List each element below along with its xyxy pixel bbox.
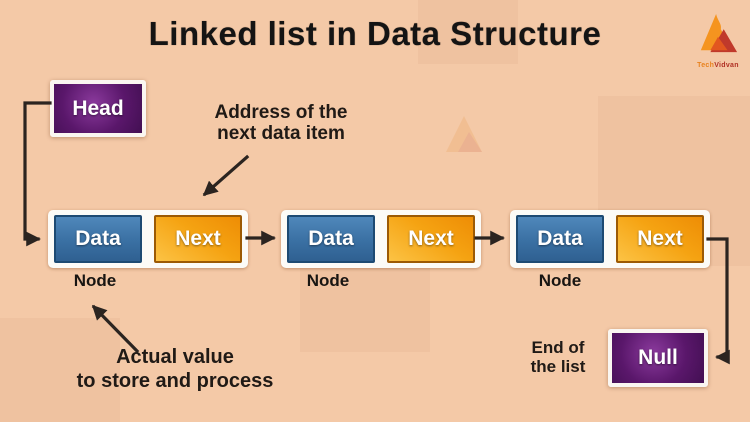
annotation-end-of-list: End of the list bbox=[521, 338, 595, 376]
arrow-address-annotation bbox=[202, 154, 250, 197]
techvidvan-flame-triangle-icon bbox=[700, 13, 738, 53]
background-patch bbox=[300, 252, 430, 352]
null-terminator-box: Null bbox=[608, 329, 708, 387]
brand-logo: TechVidvan bbox=[692, 12, 744, 69]
brand-logo-text-part1: Tech bbox=[697, 62, 715, 69]
annotation-actual-value: Actual value to store and process bbox=[50, 345, 300, 393]
node-2-data-cell: Data bbox=[287, 215, 375, 263]
null-terminator-label: Null bbox=[638, 346, 678, 369]
node-3-caption: Node bbox=[538, 271, 582, 290]
annotation-end-line1: End of bbox=[531, 338, 585, 357]
brand-logo-text: TechVidvan bbox=[692, 62, 744, 69]
node-2: Data Next bbox=[281, 210, 481, 268]
arrow-head-to-node1 bbox=[23, 101, 52, 247]
node-1-next-cell: Next bbox=[154, 215, 242, 263]
node-1: Data Next bbox=[48, 210, 248, 268]
page-title: Linked list in Data Structure bbox=[148, 15, 602, 52]
node-2-data-label: Data bbox=[308, 227, 354, 250]
annotation-address: Address of the next data item bbox=[183, 102, 379, 144]
brand-logo-text-part2: Vidvan bbox=[714, 62, 739, 69]
node-1-next-label: Next bbox=[175, 227, 221, 250]
node-1-caption: Node bbox=[73, 271, 117, 290]
watermark-logo-icon bbox=[446, 116, 482, 152]
node-3: Data Next bbox=[510, 210, 710, 268]
annotation-address-line1: Address of the bbox=[214, 102, 348, 123]
head-pointer-label: Head bbox=[72, 96, 124, 120]
node-3-next-label: Next bbox=[637, 227, 683, 250]
node-2-next-cell: Next bbox=[387, 215, 475, 263]
background-patch bbox=[418, 0, 518, 64]
node-3-data-label: Data bbox=[537, 227, 583, 250]
annotation-end-line2: the list bbox=[530, 357, 586, 376]
head-pointer-box: Head bbox=[50, 80, 146, 137]
annotation-address-line2: next data item bbox=[217, 123, 345, 144]
annotation-actual-line1: Actual value bbox=[116, 346, 234, 368]
node-2-next-label: Next bbox=[408, 227, 454, 250]
annotation-actual-line2: to store and process bbox=[76, 370, 274, 392]
node-3-data-cell: Data bbox=[516, 215, 604, 263]
node-1-data-label: Data bbox=[75, 227, 121, 250]
node-1-data-cell: Data bbox=[54, 215, 142, 263]
node-3-next-cell: Next bbox=[616, 215, 704, 263]
node-2-caption: Node bbox=[306, 271, 350, 290]
